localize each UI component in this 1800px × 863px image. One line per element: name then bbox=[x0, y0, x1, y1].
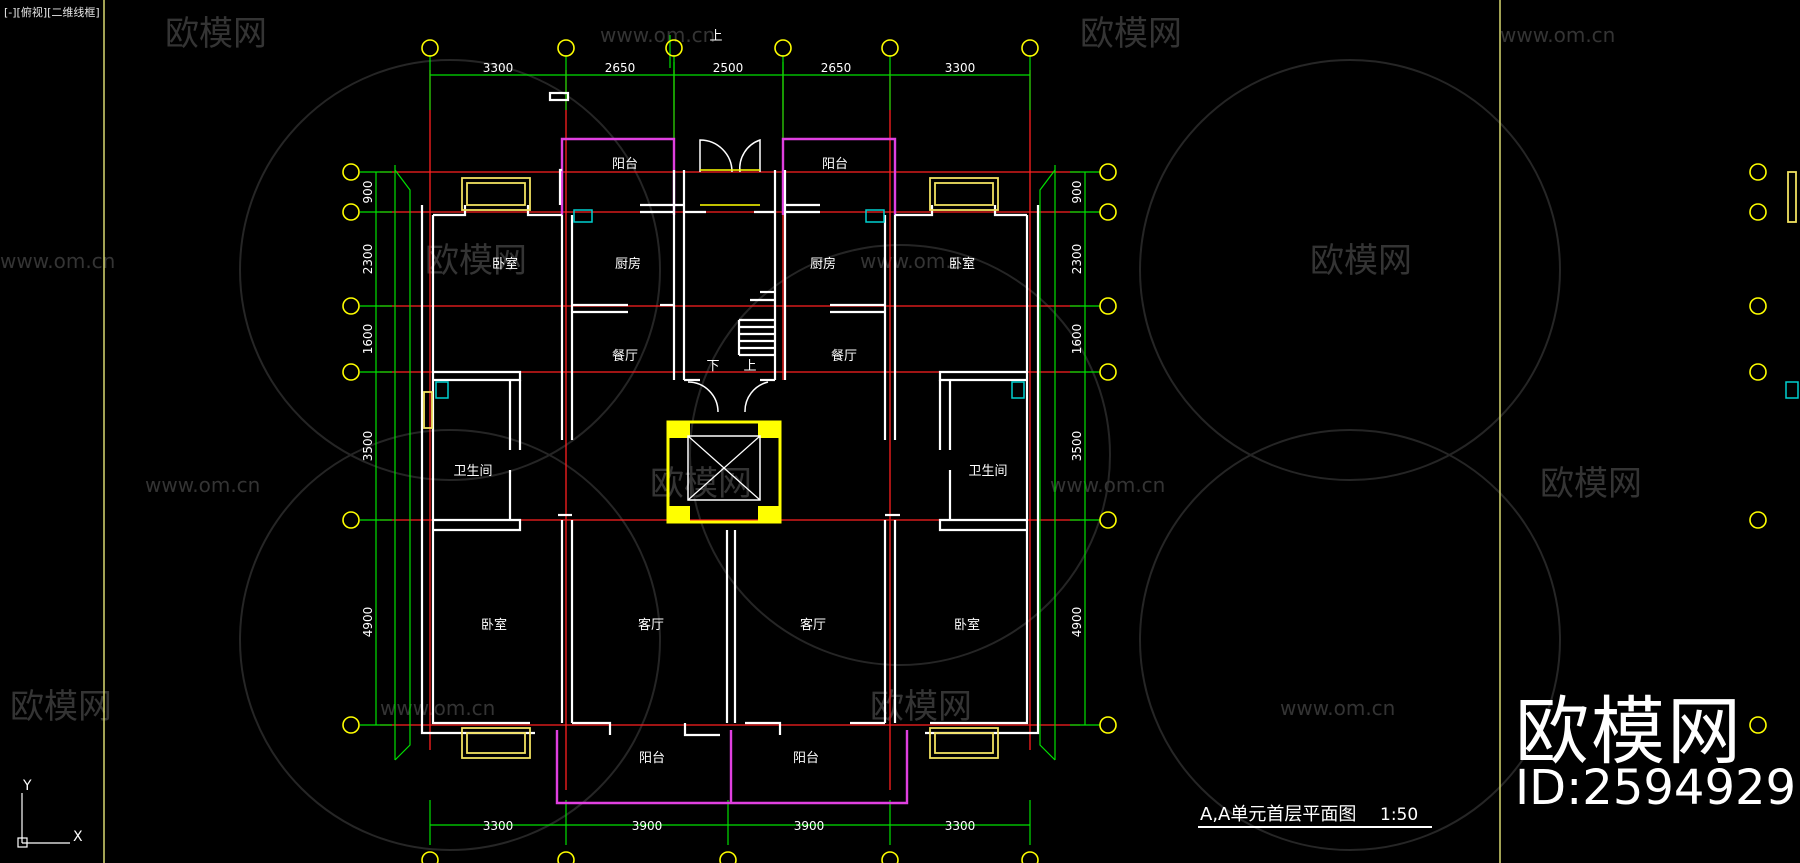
watermark-url-2: www.om.cn bbox=[1500, 23, 1615, 47]
dim-bottom-3: 3900 bbox=[794, 819, 825, 833]
dim-right-1: 900 bbox=[1070, 181, 1084, 204]
dim-top-4: 2650 bbox=[821, 61, 852, 75]
dim-right-3: 1600 bbox=[1070, 324, 1084, 355]
watermark-brand-7: 欧模网 bbox=[870, 687, 972, 727]
label-kitchen-right: 厨房 bbox=[810, 256, 836, 272]
label-stair-top: 上 bbox=[709, 29, 722, 44]
label-living-left: 客厅 bbox=[638, 617, 664, 633]
watermark-brand-large: 欧模网 bbox=[1515, 689, 1743, 775]
label-bedroom-top-left: 卧室 bbox=[492, 256, 518, 272]
dim-top-5: 3300 bbox=[945, 61, 976, 75]
fixtures bbox=[435, 209, 1799, 399]
dim-bottom-1: 3300 bbox=[483, 819, 514, 833]
viewport-frame-lines bbox=[103, 0, 1501, 863]
label-living-right: 客厅 bbox=[800, 617, 826, 633]
ucs-icon: Y X bbox=[17, 778, 83, 848]
label-kitchen-left: 厨房 bbox=[615, 256, 641, 272]
grid-bubbles bbox=[342, 39, 1767, 863]
watermark-brand-4: 欧模网 bbox=[1310, 241, 1412, 281]
label-dining-left: 餐厅 bbox=[612, 348, 638, 364]
watermark-brand-3: 欧模网 bbox=[425, 241, 527, 281]
dimension-lines bbox=[360, 35, 1100, 845]
label-bedroom-bottom-left: 卧室 bbox=[481, 617, 507, 633]
dim-top-2: 2650 bbox=[605, 61, 636, 75]
dim-left-5: 4900 bbox=[361, 607, 375, 638]
room-labels: 阳台 阳台 厨房 厨房 卧室 卧室 餐厅 餐厅 卫生间 卫生间 卧室 卧室 客厅… bbox=[453, 29, 1007, 766]
label-balcony-bottom-left: 阳台 bbox=[639, 751, 665, 766]
dim-top-1: 3300 bbox=[483, 61, 514, 75]
label-stair-down: 下 bbox=[706, 359, 719, 374]
dim-left-2: 2300 bbox=[361, 244, 375, 275]
dim-top-3: 2500 bbox=[713, 61, 744, 75]
dim-left-1: 900 bbox=[361, 181, 375, 204]
watermark-url-4: www.om.cn bbox=[860, 249, 975, 273]
walls bbox=[420, 91, 1040, 737]
label-balcony-bottom-right: 阳台 bbox=[793, 751, 819, 766]
label-bedroom-bottom-right: 卧室 bbox=[954, 617, 980, 633]
watermark-url-8: www.om.cn bbox=[1280, 696, 1395, 720]
drawing-title: A,A单元首层平面图 1:50 bbox=[1198, 804, 1432, 828]
watermark-brand-5: 欧模网 bbox=[650, 464, 752, 504]
watermark-url-7: www.om.cn bbox=[380, 696, 495, 720]
label-balcony-top-left: 阳台 bbox=[612, 157, 638, 172]
label-balcony-top-right: 阳台 bbox=[822, 157, 848, 172]
dim-right-2: 2300 bbox=[1070, 244, 1084, 275]
dimension-texts: 3300 2650 2500 2650 3300 3300 3900 3900 … bbox=[361, 61, 1084, 833]
viewport-label[interactable]: [-][俯视][二维线框] bbox=[4, 6, 100, 19]
dim-bottom-2: 3900 bbox=[632, 819, 663, 833]
elevator-core bbox=[666, 420, 782, 524]
watermark-layer: 欧模网 欧模网 欧模网 欧模网 欧模网 欧模网 欧模网 欧模网 www.om.c… bbox=[0, 14, 1642, 851]
watermark-url-3: www.om.cn bbox=[0, 249, 115, 273]
dim-right-4: 3500 bbox=[1070, 431, 1084, 462]
watermark-brand-1: 欧模网 bbox=[165, 14, 267, 54]
dim-bottom-4: 3300 bbox=[945, 819, 976, 833]
windows bbox=[423, 171, 1797, 759]
ucs-x-label: X bbox=[73, 829, 83, 845]
watermark-url-1: www.om.cn bbox=[600, 23, 715, 47]
label-bedroom-top-right: 卧室 bbox=[949, 256, 975, 272]
label-bath-right: 卫生间 bbox=[968, 464, 1007, 479]
ucs-y-label: Y bbox=[22, 778, 32, 794]
watermark-url-5: www.om.cn bbox=[145, 473, 260, 497]
label-dining-right: 餐厅 bbox=[831, 348, 857, 364]
label-stair-up: 上 bbox=[743, 359, 756, 374]
dim-left-4: 3500 bbox=[361, 431, 375, 462]
dim-right-5: 4900 bbox=[1070, 607, 1084, 638]
doors bbox=[687, 138, 769, 413]
dim-left-3: 1600 bbox=[361, 324, 375, 355]
watermark-url-6: www.om.cn bbox=[1050, 473, 1165, 497]
plan-title: A,A单元首层平面图 bbox=[1200, 804, 1356, 825]
watermark-brand-6: 欧模网 bbox=[1540, 464, 1642, 504]
label-bath-left: 卫生间 bbox=[453, 464, 492, 479]
plan-scale: 1:50 bbox=[1380, 805, 1418, 825]
watermark-brand-8: 欧模网 bbox=[10, 687, 112, 727]
watermark-brand-2: 欧模网 bbox=[1080, 14, 1182, 54]
watermark-id: ID:2594929 bbox=[1515, 760, 1797, 816]
